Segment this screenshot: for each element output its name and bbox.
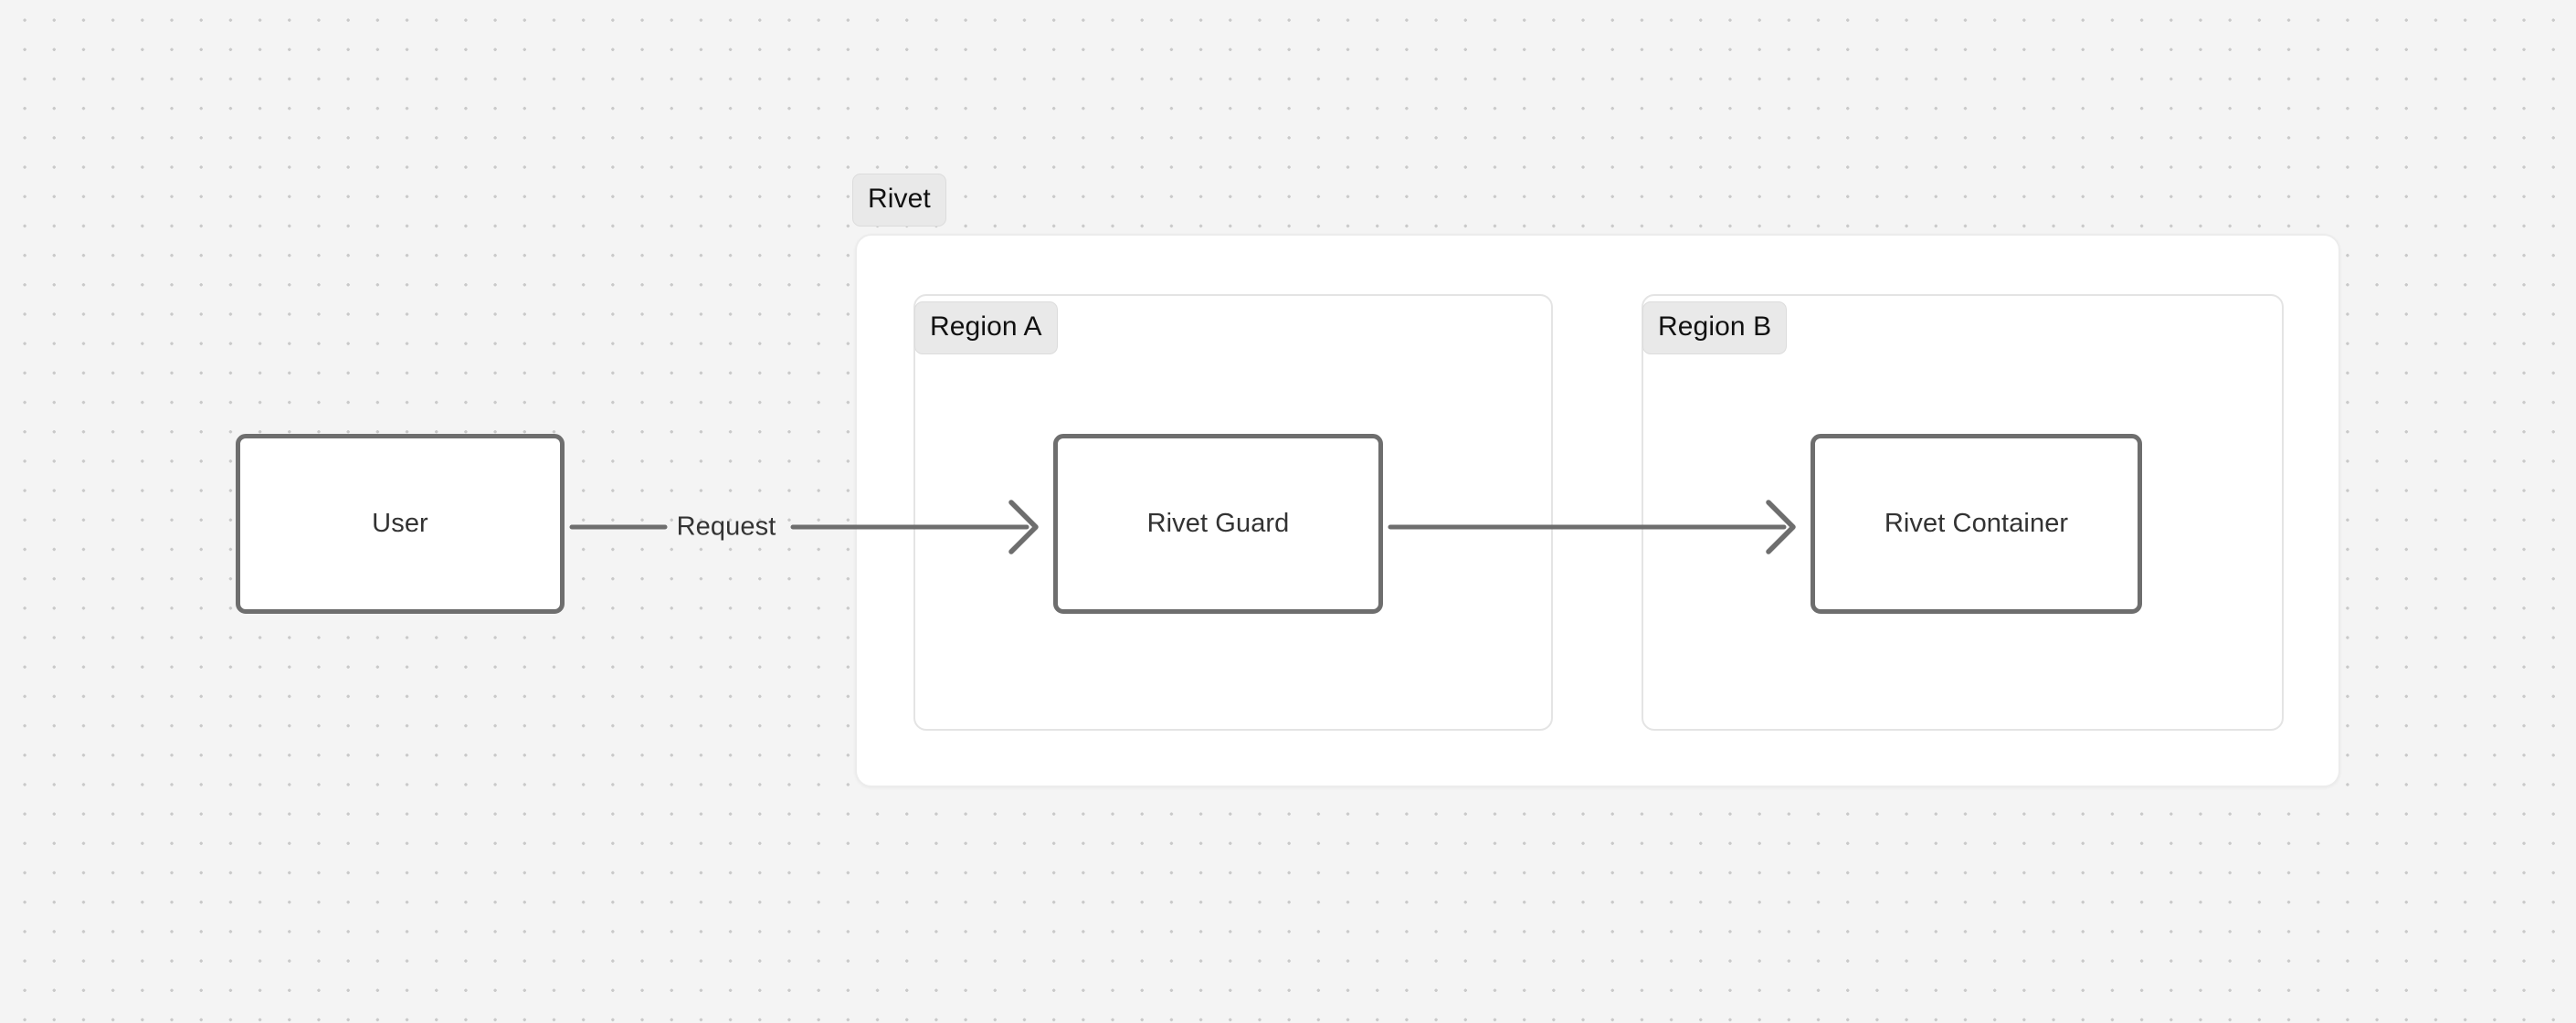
node-user-label: User [372, 509, 428, 538]
node-rivet-guard-label: Rivet Guard [1146, 509, 1290, 538]
node-user[interactable]: User [236, 434, 565, 614]
node-rivet-container-label: Rivet Container [1884, 509, 2069, 538]
group-label-region-b[interactable]: Region B [1642, 301, 1788, 354]
node-rivet-container[interactable]: Rivet Container [1811, 434, 2142, 614]
group-label-region-a[interactable]: Region A [914, 301, 1058, 354]
node-rivet-guard[interactable]: Rivet Guard [1053, 434, 1383, 614]
group-label-rivet[interactable]: Rivet [852, 174, 946, 227]
edge-label-request: Request [676, 512, 776, 542]
